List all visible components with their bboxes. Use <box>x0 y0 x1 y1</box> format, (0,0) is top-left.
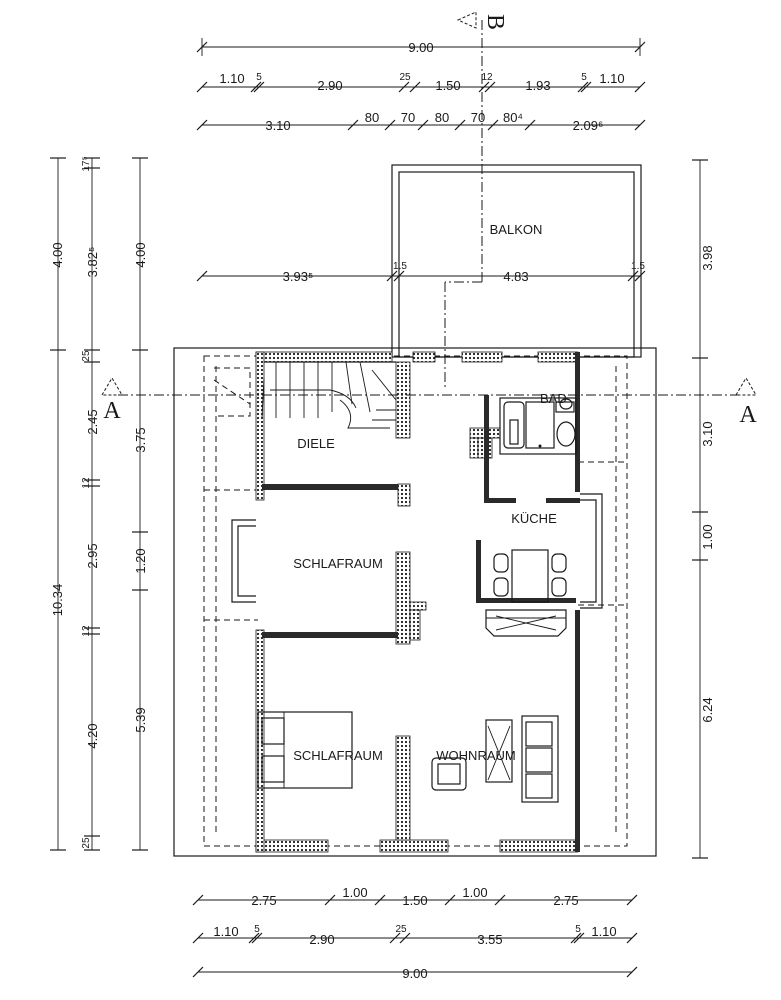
top-dim-r3-1: 3.10 <box>265 118 290 133</box>
balkon-width-dim: 4.83 <box>503 269 528 284</box>
staircase <box>213 361 397 429</box>
section-b-label: B <box>482 14 508 30</box>
room-label-balkon: BALKON <box>490 222 543 237</box>
top-dim-r3-7: 2.09⁶ <box>573 118 604 133</box>
right-dim-3: 1.00 <box>700 524 715 549</box>
section-a-right-label: A <box>739 402 757 428</box>
top-total-dim: 9.00 <box>408 40 433 55</box>
top-dim-2: 5 <box>256 72 262 83</box>
bottom-dim-r1-1: 2.75 <box>251 893 276 908</box>
right-dim-4: 6.24 <box>700 697 715 722</box>
top-dim-6: 12 <box>481 72 493 83</box>
bottom-dim-r2-1: 1.10 <box>213 924 238 939</box>
dormers <box>231 493 603 609</box>
room-label-diele: DIELE <box>297 436 335 451</box>
bottom-dim-r2-3: 2.90 <box>309 932 334 947</box>
bottom-dim-r2-2: 5 <box>254 924 260 935</box>
bottom-dim-r1-5: 2.75 <box>553 893 578 908</box>
bottom-dim-r2-7: 1.10 <box>591 924 616 939</box>
left-inner-dim-3: 1.20 <box>133 548 148 573</box>
left-mid-dim-8: 4.20 <box>85 723 100 748</box>
bath-fixtures: BAD <box>499 391 577 455</box>
section-a-marker: A A <box>101 377 757 428</box>
top-dim-5: 1.50 <box>435 78 460 93</box>
bottom-dim-r2-4: 25 <box>395 924 407 935</box>
bottom-dim-r2-5: 3.55 <box>477 932 502 947</box>
right-dimension-chain: 3.98 3.10 1.00 6.24 <box>692 159 715 859</box>
top-dim-r3-4: 80 <box>435 110 449 125</box>
right-dim-1: 3.98 <box>700 245 715 270</box>
top-dim-4: 25 <box>399 72 411 83</box>
bottom-dim-r1-3: 1.50 <box>402 893 427 908</box>
left-mid-dim-3: 25 <box>81 350 92 362</box>
living-room-furniture: WOHNRAUM <box>431 715 559 803</box>
balcony: BALKON 3.93⁵ 1.5 4.83 1.5 <box>196 164 646 358</box>
top-dim-r3-2: 80 <box>365 110 379 125</box>
left-inner-dim-4: 5.39 <box>133 707 148 732</box>
section-b-marker: B <box>444 11 508 390</box>
top-dim-r3-3: 70 <box>401 110 415 125</box>
section-a-left-label: A <box>103 398 121 424</box>
room-label-kueche: KÜCHE <box>511 511 557 526</box>
bedroom-lower: SCHLAFRAUM <box>257 711 383 789</box>
top-dim-8: 5 <box>581 72 587 83</box>
bottom-dim-r1-2: 1.00 <box>342 885 367 900</box>
left-outer-dim-1: 4.00 <box>50 242 65 267</box>
bottom-dim-r2-6: 5 <box>575 924 581 935</box>
balkon-left-dim: 3.93⁵ <box>283 269 314 284</box>
left-inner-dim-2: 3.75 <box>133 427 148 452</box>
top-dim-7: 1.93 <box>525 78 550 93</box>
top-dim-r3-5: 70 <box>471 110 485 125</box>
right-dim-2: 3.10 <box>700 421 715 446</box>
bottom-dim-r1-4: 1.00 <box>462 885 487 900</box>
bedroom-upper: SCHLAFRAUM <box>293 556 383 571</box>
top-dim-r3-6: 80⁴ <box>503 110 523 125</box>
left-mid-dim-5: 12 <box>81 477 92 489</box>
bottom-dimension-chains: 2.75 1.00 1.50 1.00 2.75 1.10 5 2.90 25 … <box>192 885 638 981</box>
bottom-total-dim: 9.00 <box>402 966 427 981</box>
left-mid-dim-6: 2.95 <box>85 543 100 568</box>
balkon-right-small-dim: 1.5 <box>631 261 645 272</box>
left-inner-dim-1: 4.00 <box>133 242 148 267</box>
top-dimension-chains: 9.00 1.10 5 2.90 25 1.50 12 1.93 5 1.10 … <box>196 38 646 133</box>
room-label-schlafraum-upper: SCHLAFRAUM <box>293 556 383 571</box>
top-dim-3: 2.90 <box>317 78 342 93</box>
kitchen-furniture: KÜCHE <box>485 511 567 637</box>
left-dimension-chains: 4.00 10.34 17⁵ 3.82⁵ 25 2.45 12 2.95 12 … <box>50 156 148 851</box>
left-mid-dim-4: 2.45 <box>85 409 100 434</box>
left-mid-dim-7: 12 <box>81 625 92 637</box>
room-label-bad: BAD <box>540 391 567 406</box>
top-dim-9: 1.10 <box>599 71 624 86</box>
left-mid-dim-9: 25 <box>81 837 92 849</box>
room-label-schlafraum-lower: SCHLAFRAUM <box>293 748 383 763</box>
left-mid-dim-2: 3.82⁵ <box>85 247 100 278</box>
left-mid-dim-1: 17⁵ <box>81 156 92 171</box>
balkon-left-small-dim: 1.5 <box>393 261 407 272</box>
room-label-wohnraum: WOHNRAUM <box>436 748 515 763</box>
left-outer-dim-2: 10.34 <box>50 584 65 617</box>
top-dim-1: 1.10 <box>219 71 244 86</box>
walls <box>255 351 580 853</box>
